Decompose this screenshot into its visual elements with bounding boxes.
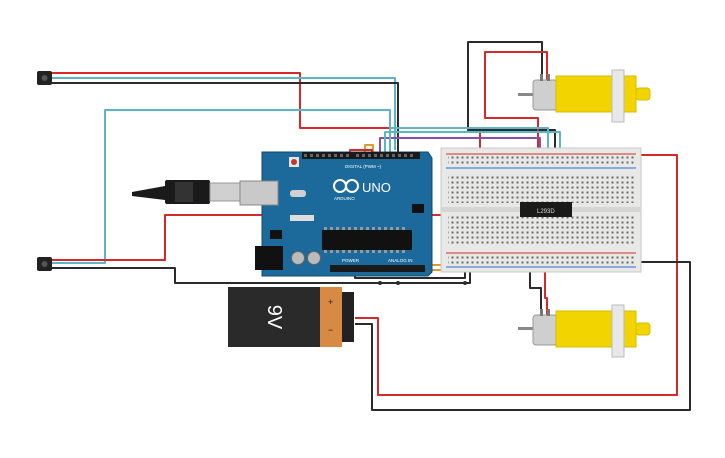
ir-sensor-bottom[interactable] (37, 257, 52, 271)
motor-bottom-mount (611, 304, 625, 358)
driver-chip-label: L293D (537, 209, 555, 215)
holes-top (448, 175, 634, 203)
wire-ir1-red[interactable] (52, 72, 481, 148)
power-header (330, 265, 425, 272)
motor-icon (532, 79, 558, 111)
usb-cable[interactable] (132, 180, 243, 204)
wire-ir2-black[interactable] (52, 265, 471, 284)
ir-sensor-lens (41, 261, 48, 267)
cap-round-1 (291, 251, 305, 265)
motor-top[interactable] (518, 69, 651, 123)
wire-ir1-black[interactable] (52, 82, 399, 152)
dc-jack (255, 246, 283, 270)
wire-ir1-cyan[interactable] (52, 77, 396, 150)
motor-bottom[interactable] (518, 304, 651, 358)
arduino-maker: ARDUINO (334, 196, 355, 201)
motor-bottom-axle (635, 322, 651, 336)
wire-ir2-cyan[interactable] (52, 109, 391, 264)
usb-jack (239, 180, 279, 206)
digital-header (302, 152, 420, 159)
ir-sensor-top[interactable] (37, 71, 52, 85)
wire-battery-black[interactable] (355, 261, 691, 411)
cap-round-2 (307, 251, 321, 265)
crystal (290, 190, 306, 197)
motor-driver-chip[interactable]: L293D (520, 202, 572, 217)
holes-rail-bottom (448, 255, 634, 265)
regulator (270, 230, 282, 239)
motor-top-axle (635, 87, 651, 101)
battery-clip (342, 292, 354, 342)
motor-top-shaft-stub (518, 93, 534, 96)
holes-rail-top (448, 156, 634, 166)
analog-label: ANALOG IN (388, 258, 413, 263)
battery-icon (228, 287, 320, 347)
battery-minus: − (328, 325, 333, 335)
motor-icon (532, 314, 558, 346)
holes-bottom (448, 216, 634, 244)
chip-icon (520, 202, 572, 217)
wire-motor1-red[interactable] (484, 51, 548, 258)
motor-bottom-shaft-stub (518, 327, 534, 330)
battery-plus: + (328, 297, 333, 307)
battery-9v[interactable]: 9V + − (228, 287, 354, 347)
wire-battery-red[interactable] (355, 154, 678, 396)
wire-junctions (378, 281, 467, 285)
arduino-brand: UNO (362, 180, 391, 195)
capacitor (290, 215, 314, 221)
arduino-uno-board[interactable]: DIGITAL (PWM ~) UNO ARDUINO POWER ANALOG… (239, 151, 433, 277)
digital-header-label: DIGITAL (PWM ~) (345, 164, 382, 169)
motor-top-mount (611, 69, 625, 123)
atmega-chip (322, 227, 412, 253)
icsp-header (412, 204, 424, 213)
battery-label: 9V (263, 305, 285, 330)
usb-cable-icon (132, 186, 165, 200)
battery-orange-band (320, 287, 342, 347)
power-label: POWER (342, 258, 360, 263)
ir-sensor-lens (41, 75, 48, 81)
arduino-logo-icon (333, 179, 359, 193)
